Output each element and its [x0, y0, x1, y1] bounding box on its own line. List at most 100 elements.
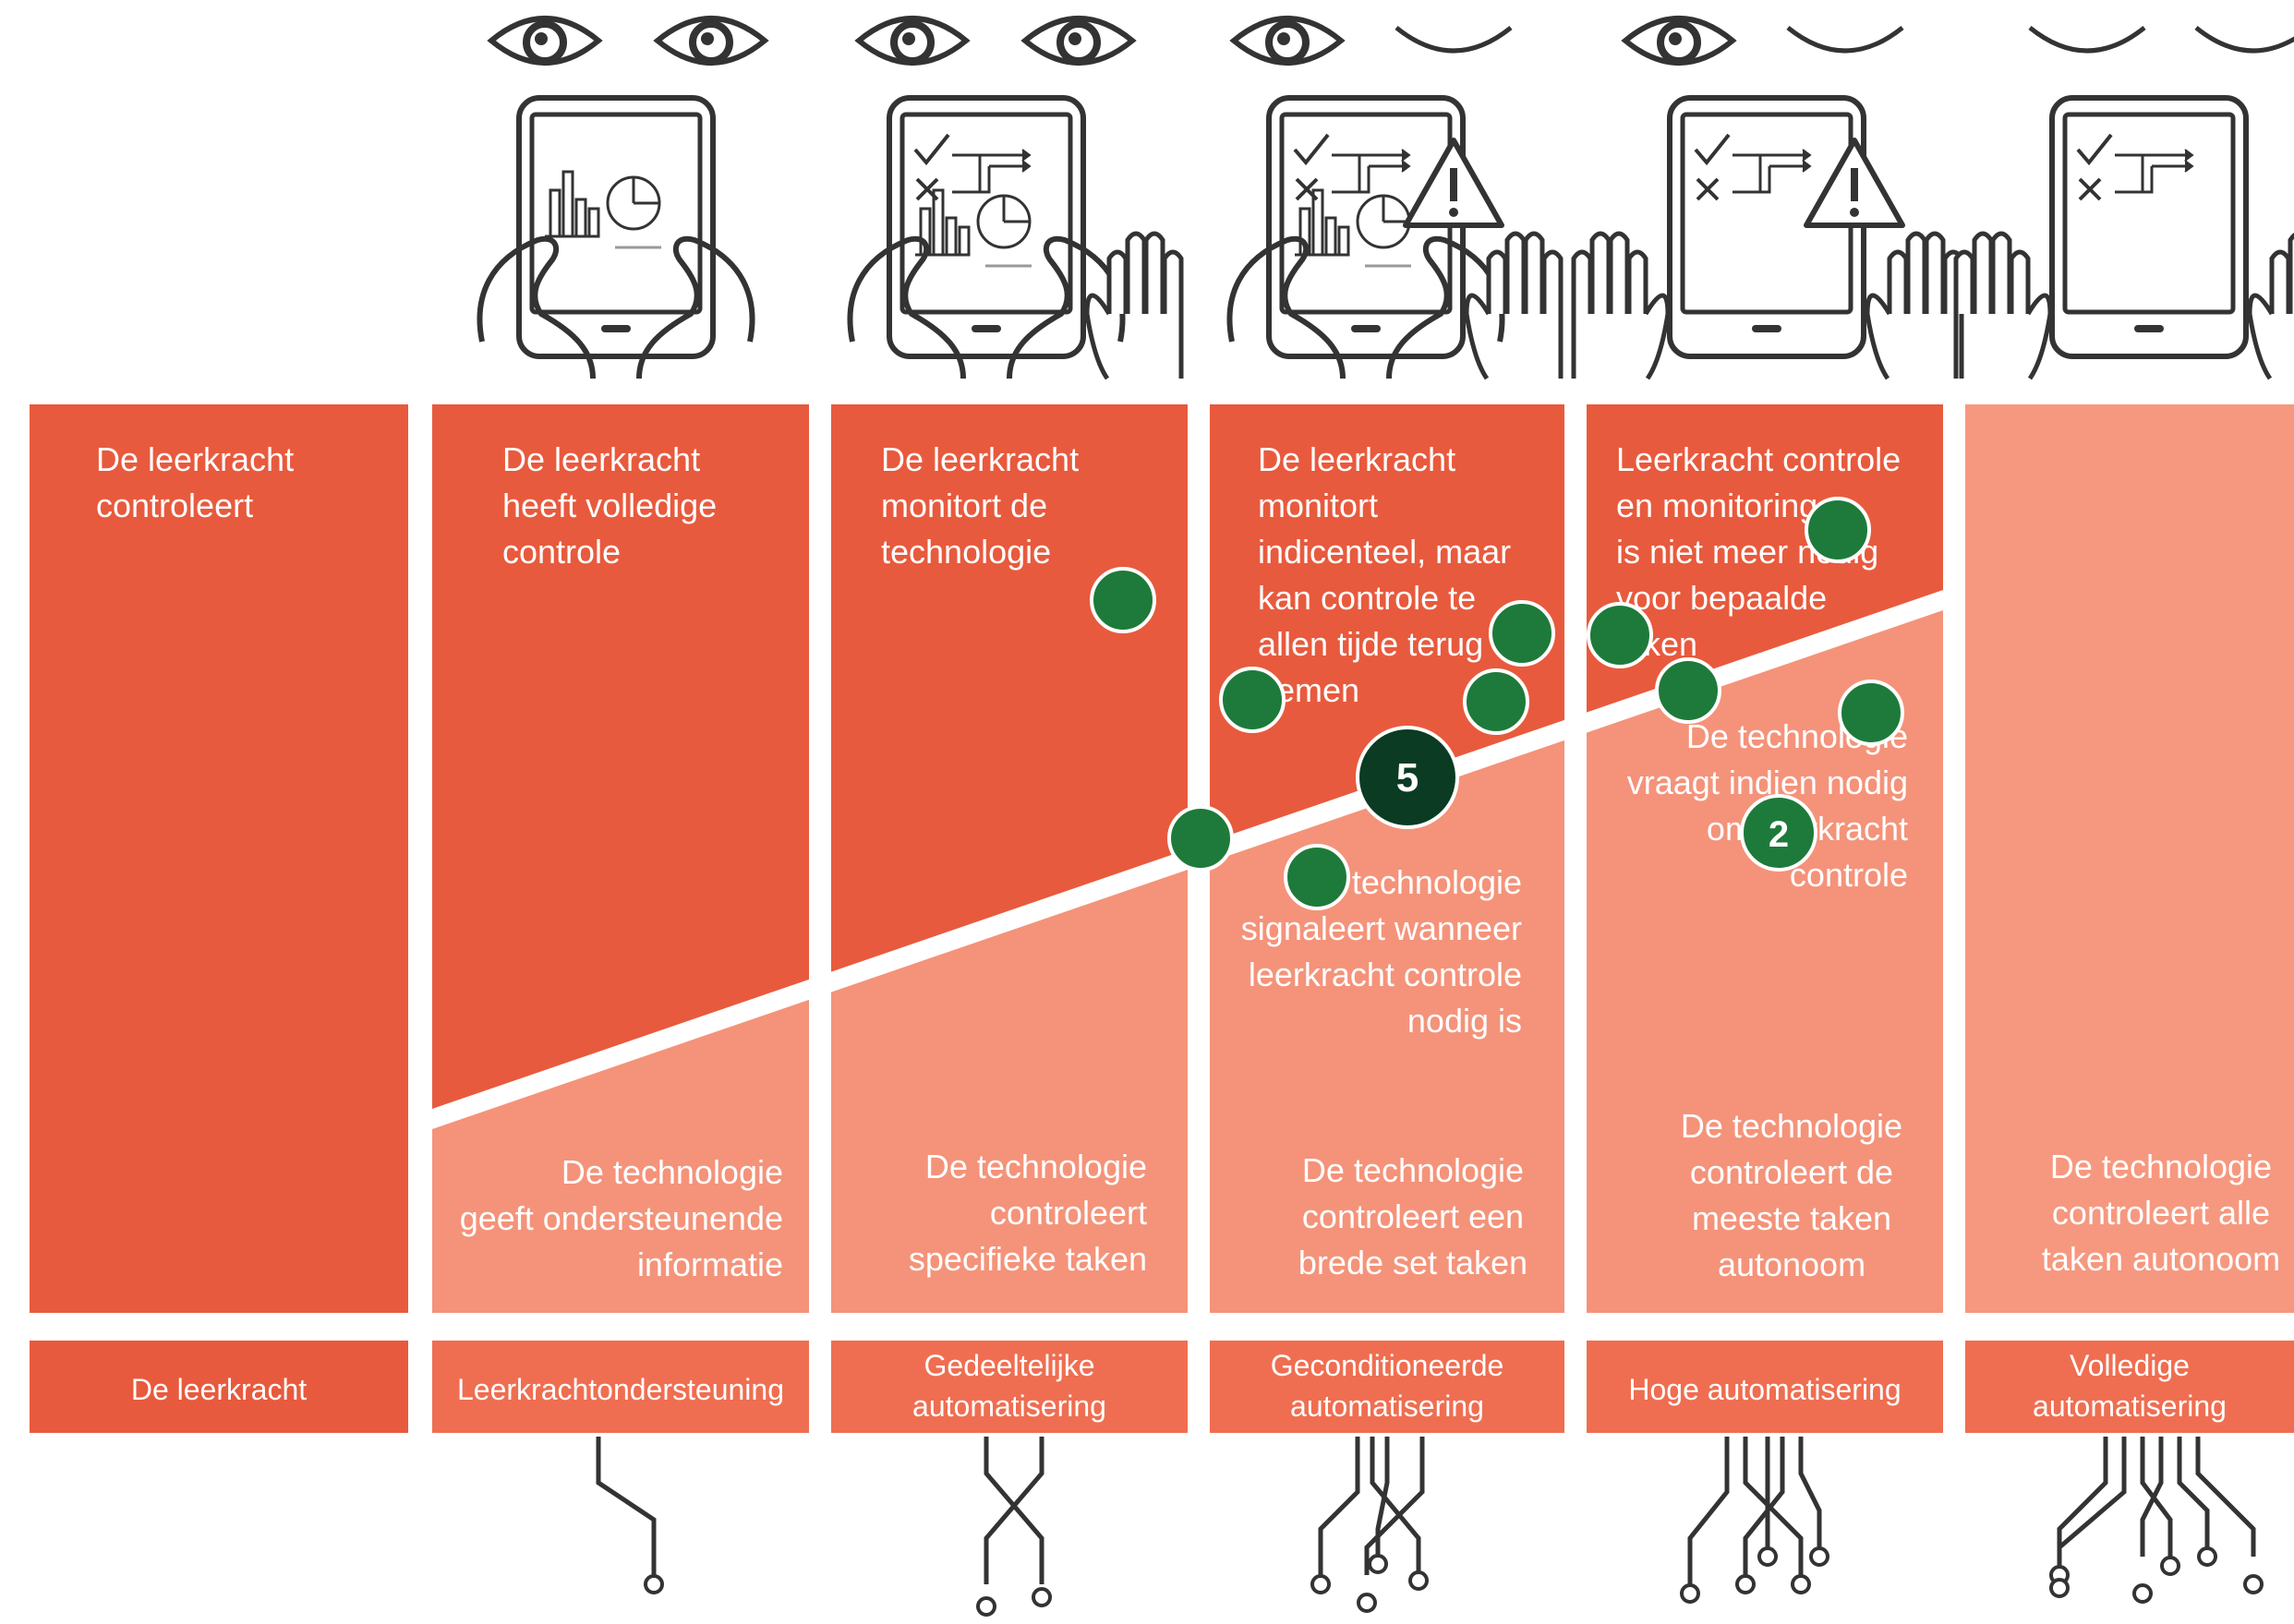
marker[interactable]: [1587, 602, 1653, 668]
raised-hand-icon: [1464, 231, 1564, 380]
tablet-icon: [887, 95, 1086, 359]
teacher-text-line: De leerkracht: [881, 440, 1079, 478]
level-label-text: Geconditioneerde: [1271, 1349, 1504, 1382]
eye-icon: [653, 16, 769, 66]
marker-dot[interactable]: [1489, 600, 1555, 667]
teacher-area: [1210, 404, 1564, 842]
illustrations: [477, 16, 2294, 380]
teacher-text-line: technologie: [881, 533, 1051, 571]
teacher-area: [1587, 404, 1943, 713]
numbered-marker[interactable]: 5: [1356, 726, 1459, 829]
warning-icon: [1403, 138, 1504, 228]
technology-text-bottom-line: controleert de: [1690, 1153, 1893, 1191]
level-label: Hoge automatisering: [1587, 1341, 1943, 1433]
tablet-icon: [2049, 95, 2249, 359]
technology-text-line: taken autonoom: [2042, 1240, 2280, 1278]
technology-text-line: De technologie: [561, 1153, 783, 1191]
technology-text-line: controleert alle: [2052, 1194, 2270, 1232]
circuit-icon: [976, 1437, 1052, 1617]
marker-label: 2: [1769, 814, 1789, 855]
marker[interactable]: [1219, 667, 1286, 733]
teacher-text-line: kan controle te: [1258, 579, 1476, 617]
marker[interactable]: [1463, 668, 1529, 735]
marker-dot[interactable]: [1463, 668, 1529, 735]
marker-dot[interactable]: [1167, 805, 1234, 872]
eye-icon: [1020, 16, 1137, 66]
technology-area: [1587, 610, 1943, 1313]
raised-hand-icon: [1953, 231, 2053, 380]
level-label-text: Gedeeltelijke: [924, 1349, 1095, 1382]
marker-dot[interactable]: [1838, 680, 1904, 746]
marker-dot[interactable]: [1219, 667, 1286, 733]
holding-hands-icon: [477, 235, 755, 379]
teacher-area: [30, 404, 408, 1313]
technology-text-line: informatie: [637, 1245, 783, 1283]
column-1: De leerkracht controleert: [30, 404, 408, 1313]
numbered-marker[interactable]: 2: [1740, 794, 1817, 872]
marker[interactable]: [1838, 680, 1904, 746]
marker-dot[interactable]: [1284, 844, 1350, 910]
marker[interactable]: [1805, 497, 1871, 563]
technology-text-line: nodig is: [1407, 1002, 1522, 1040]
technology-text-line: vraagt indien nodig: [1627, 764, 1908, 801]
teacher-text-line: allen tijde terug: [1258, 625, 1483, 663]
tablet-icon: [1667, 95, 1866, 359]
marker-dot[interactable]: [1655, 657, 1721, 724]
level-label-box: [1965, 1341, 2294, 1433]
marker-dot[interactable]: [1090, 567, 1156, 633]
level-label-text: automatisering: [912, 1389, 1106, 1423]
level-label-box: [831, 1341, 1188, 1433]
eye-icon: [854, 16, 971, 66]
teacher-text-line: controleert: [96, 487, 253, 524]
closed-eye-icon: [1786, 26, 1904, 54]
technology-text-bottom-line: controleert een: [1302, 1197, 1524, 1235]
teacher-text-line: en monitoring: [1616, 487, 1817, 524]
circuit-icon: [2049, 1437, 2264, 1604]
marker[interactable]: [1284, 844, 1350, 910]
marker[interactable]: [1655, 657, 1721, 724]
technology-area: [432, 999, 809, 1313]
marker[interactable]: [1167, 805, 1234, 872]
level-label: Gedeeltelijke automatisering: [831, 1341, 1188, 1433]
eye-icon: [487, 16, 603, 66]
technology-text-bottom-line: De technologie: [1302, 1151, 1524, 1189]
bar-chart-icon: [545, 170, 600, 238]
level-label-box: [1587, 1341, 1943, 1433]
marker-dot[interactable]: [1805, 497, 1871, 563]
teacher-text-line: Leerkracht controle: [1616, 440, 1901, 478]
raised-hand-icon: [2247, 233, 2294, 380]
marker-dot[interactable]: [1740, 794, 1817, 872]
marker-dot[interactable]: [1587, 602, 1653, 668]
eye-icon: [1621, 16, 1737, 66]
teacher-text-line: indicenteel, maar: [1258, 533, 1511, 571]
marker-dot[interactable]: [1356, 726, 1459, 829]
teacher-area: [831, 404, 1188, 972]
marker[interactable]: [1090, 567, 1156, 633]
circuit-icon: [1310, 1437, 1429, 1613]
teacher-text-line: De leerkracht: [96, 440, 294, 478]
technology-text-line: geeft ondersteunende: [460, 1199, 783, 1237]
level-label-text: automatisering: [2033, 1389, 2227, 1423]
pie-chart-icon: [976, 194, 1032, 249]
raised-hand-icon: [1865, 231, 1964, 380]
technology-text-bottom-line: autonoom: [1718, 1245, 1865, 1283]
warning-icon: [1804, 138, 1905, 228]
teacher-text-line: heeft volledige: [502, 487, 717, 524]
tablet-icon: [1266, 95, 1466, 359]
raised-hand-icon: [1571, 231, 1671, 380]
circuit-icon: [1680, 1437, 1829, 1604]
marker[interactable]: [1489, 600, 1555, 667]
level-label: Leerkrachtondersteuning: [432, 1341, 809, 1433]
columns: De leerkracht controleert De leerkracht hee…: [30, 404, 2294, 1313]
